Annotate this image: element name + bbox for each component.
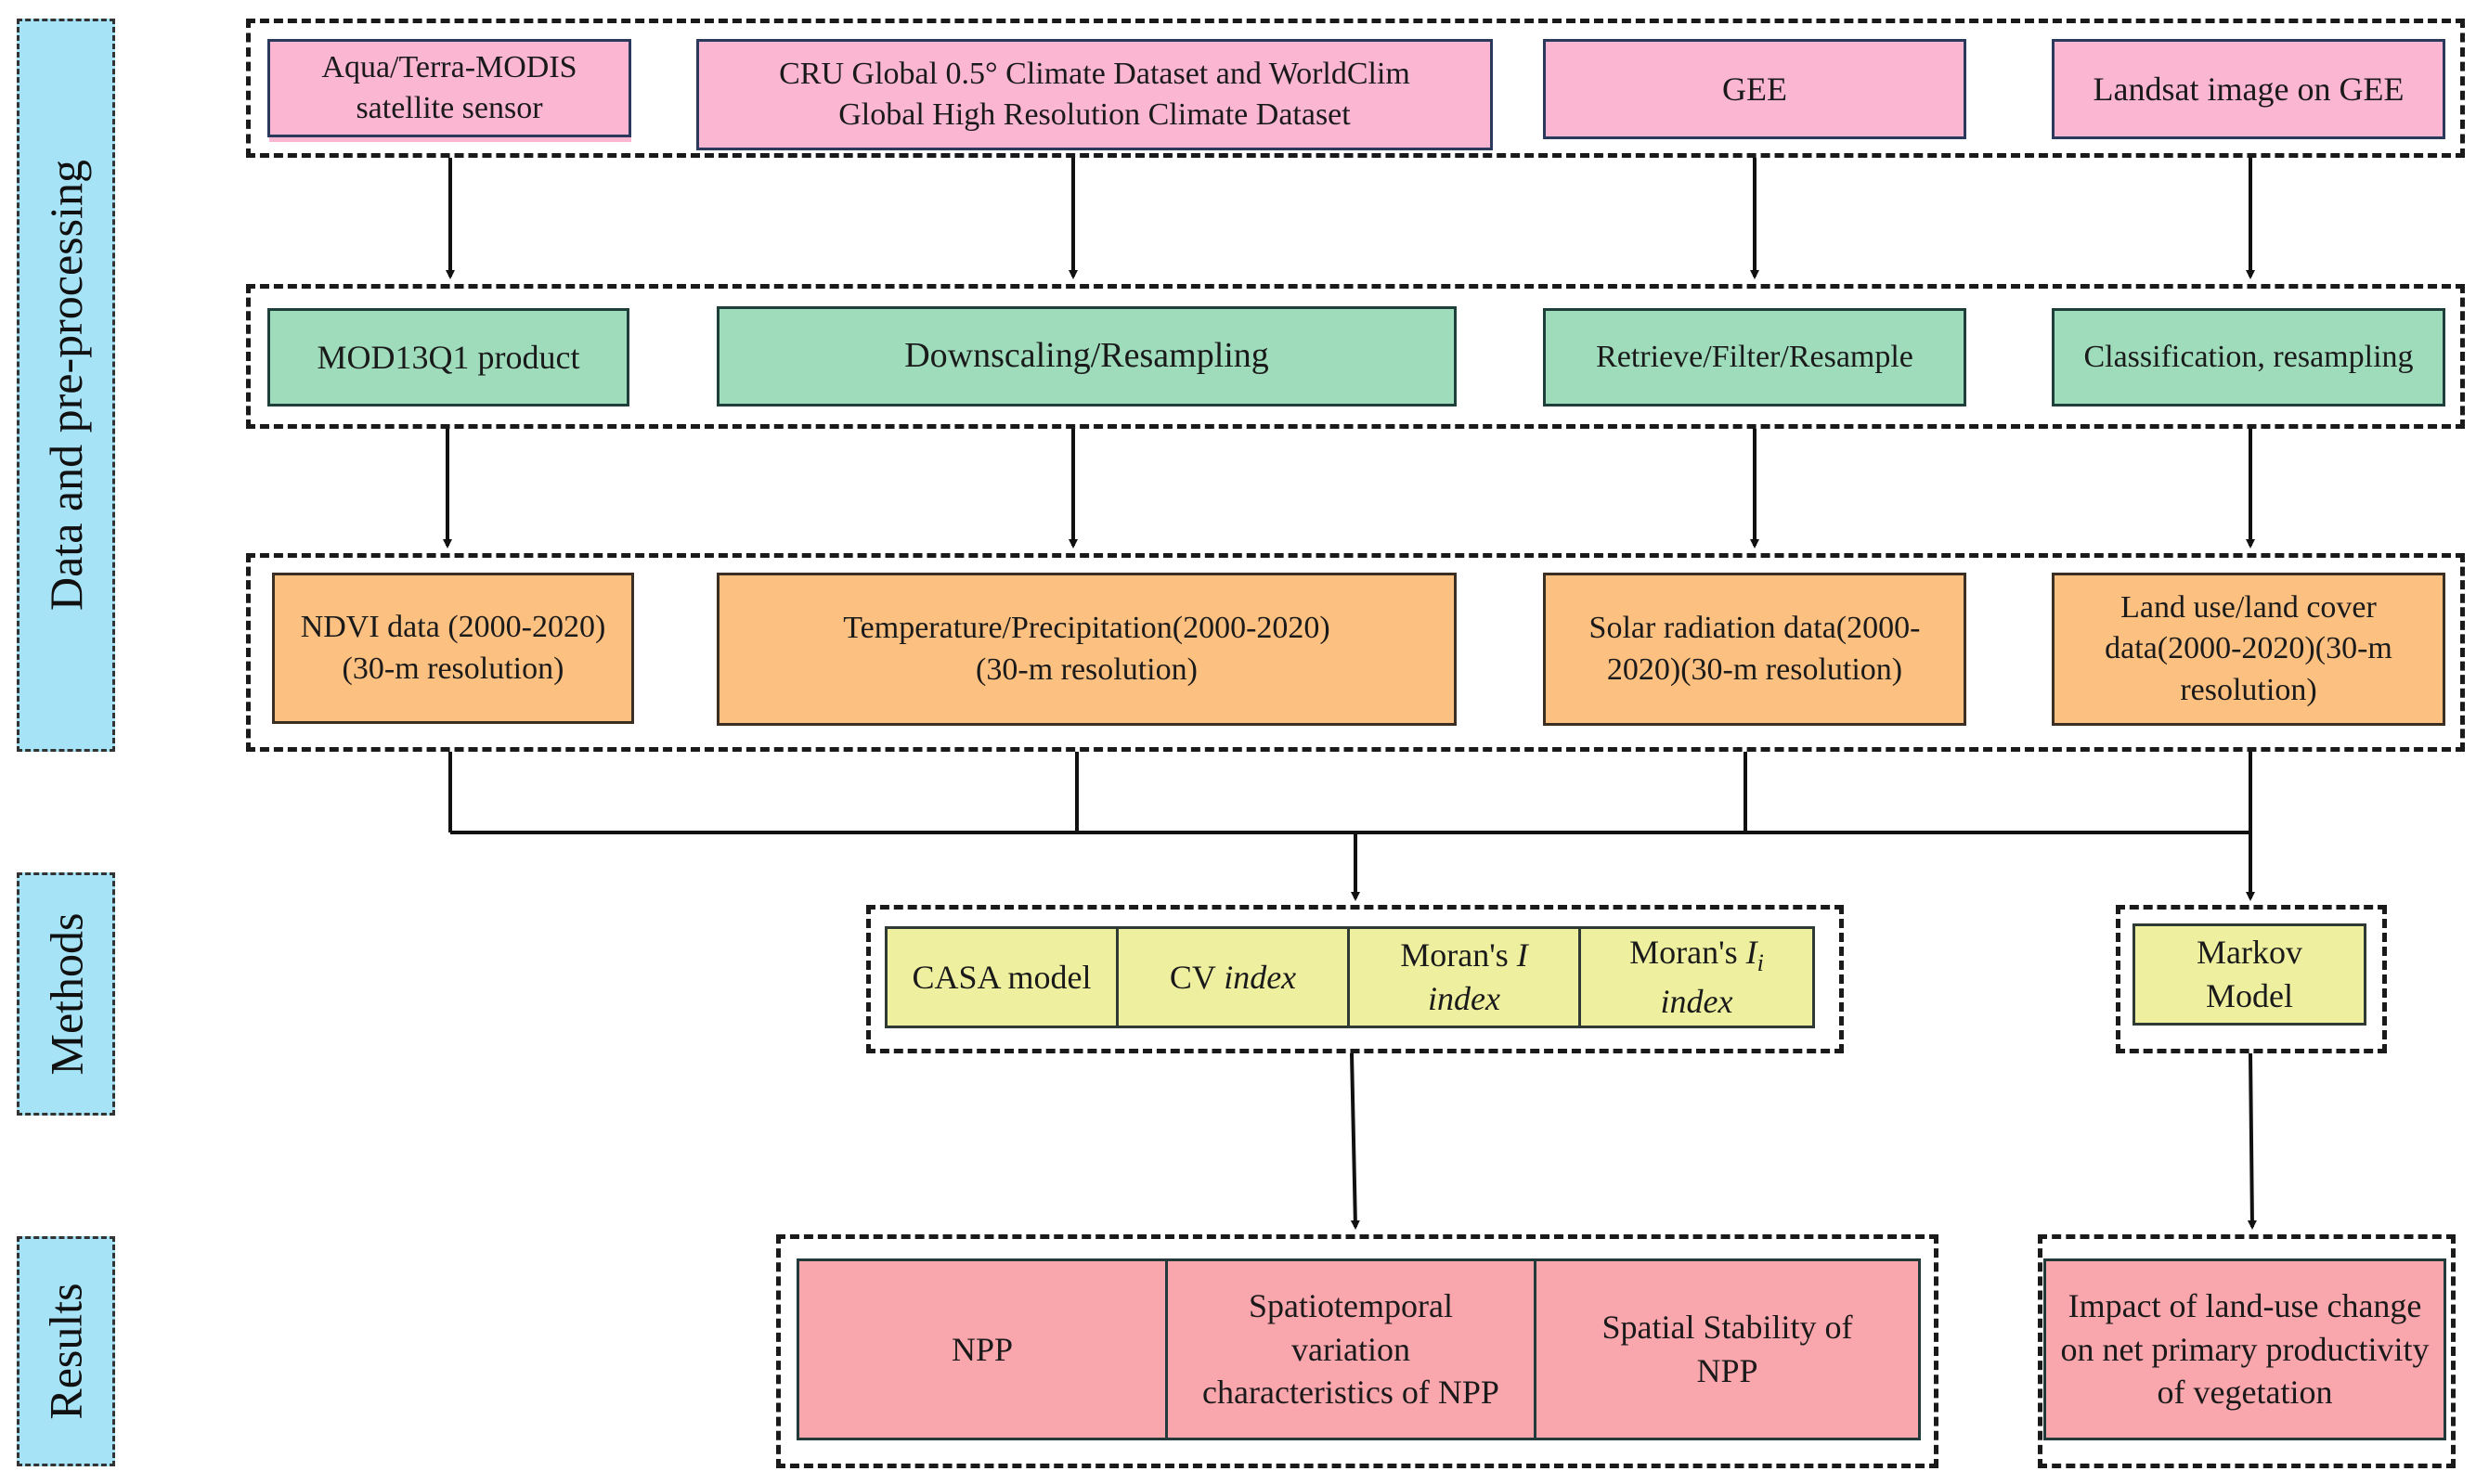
section-results: Results: [17, 1236, 115, 1466]
stability-result-label: Spatial Stability of NPP: [1601, 1309, 1853, 1389]
retrieve-process-box: Retrieve/Filter/Resample: [1543, 308, 1966, 406]
moran-method-box: Moran's I index: [1347, 926, 1581, 1028]
mod13-process-box: MOD13Q1 product: [267, 308, 629, 406]
moran-method-index: index: [1428, 980, 1500, 1017]
landsat-source-label: Landsat image on GEE: [2093, 70, 2405, 108]
stability-result-box: Spatial Stability of NPP: [1534, 1258, 1921, 1440]
spatiotemporal-result-box: Spatiotemporal variation characteristics…: [1165, 1258, 1536, 1440]
mod13-process-label: MOD13Q1 product: [317, 338, 580, 376]
modis-box-shadow: [269, 133, 631, 142]
markov-method-label: Markov Model: [2197, 934, 2302, 1014]
markov-group: [2116, 905, 2387, 1053]
cru-source-line1: CRU Global 0.5° Climate Dataset and Worl…: [779, 56, 1410, 91]
temperature-dataset-line2: (30-m resolution): [976, 652, 1198, 687]
downscale-process-label: Downscaling/Resampling: [904, 336, 1269, 376]
modis-source-label: Aqua/Terra-MODIS satellite sensor: [321, 49, 577, 125]
casa-method-box: CASA model: [885, 926, 1119, 1028]
sources-group: [246, 19, 2465, 158]
ndvi-dataset-box: NDVI data (2000-2020)(30-m resolution): [272, 573, 634, 724]
landsat-source-box: Landsat image on GEE: [2052, 39, 2445, 139]
impact-result-label: Impact of land-use change on net primary…: [2060, 1286, 2430, 1412]
local-moran-method-symbol: I: [1745, 934, 1757, 971]
cv-method-box: CV index: [1116, 926, 1350, 1028]
cv-method-label: CV index: [1170, 956, 1296, 1000]
results-group: [776, 1234, 1938, 1468]
datasets-group: [246, 553, 2465, 752]
classification-process-box: Classification, resampling: [2052, 308, 2445, 406]
local-moran-method-index: index: [1660, 983, 1733, 1021]
gee-source-box: GEE: [1543, 39, 1966, 139]
landuse-dataset-box: Land use/land cover data(2000-2020)(30-m…: [2052, 573, 2445, 726]
processing-group: [246, 284, 2465, 429]
npp-result-label: NPP: [951, 1330, 1014, 1368]
impact-result-box: Impact of land-use change on net primary…: [2043, 1258, 2446, 1440]
casa-method-label: CASA model: [912, 958, 1092, 996]
local-moran-method-subscript: i: [1757, 949, 1764, 977]
spatiotemporal-result-label: Spatiotemporal variation characteristics…: [1202, 1286, 1499, 1412]
impact-group: [2038, 1234, 2456, 1468]
solar-dataset-label: Solar radiation data(2000-2020)(30-m res…: [1588, 611, 1921, 687]
retrieve-process-label: Retrieve/Filter/Resample: [1596, 339, 1913, 374]
local-moran-method-prefix: Moran's: [1629, 934, 1746, 971]
temperature-dataset-box: Temperature/Precipitation(2000-2020) (30…: [717, 573, 1457, 726]
classification-process-label: Classification, resampling: [2083, 339, 2414, 374]
gee-source-label: GEE: [1722, 70, 1787, 108]
section-methods: Methods: [17, 872, 115, 1116]
cru-source-line2: Global High Resolution Climate Dataset: [838, 97, 1351, 132]
downscale-process-box: Downscaling/Resampling: [717, 306, 1457, 406]
landuse-dataset-label: Land use/land cover data(2000-2020)(30-m…: [2105, 590, 2392, 707]
cv-method-prefix: CV: [1169, 958, 1225, 996]
markov-method-box: Markov Model: [2132, 923, 2366, 1026]
methods-group: [866, 905, 1844, 1053]
cru-source-box: CRU Global 0.5° Climate Dataset and Worl…: [696, 39, 1493, 150]
moran-method-line1: Moran's I: [1400, 934, 1527, 977]
local-moran-method-line1: Moran's Ii: [1629, 931, 1764, 980]
moran-method-prefix: Moran's: [1400, 936, 1517, 974]
cv-method-index: index: [1224, 958, 1297, 996]
ndvi-dataset-label: NDVI data (2000-2020)(30-m resolution): [300, 610, 606, 686]
temperature-dataset-line1: Temperature/Precipitation(2000-2020): [843, 611, 1330, 646]
npp-result-box: NPP: [797, 1258, 1168, 1440]
solar-dataset-box: Solar radiation data(2000-2020)(30-m res…: [1543, 573, 1966, 726]
section-data-preprocessing: Data and pre-processing: [17, 19, 115, 752]
modis-source-box: Aqua/Terra-MODIS satellite sensor: [267, 39, 631, 137]
local-moran-method-box: Moran's Ii index: [1578, 926, 1815, 1028]
moran-method-symbol: I: [1516, 936, 1528, 974]
